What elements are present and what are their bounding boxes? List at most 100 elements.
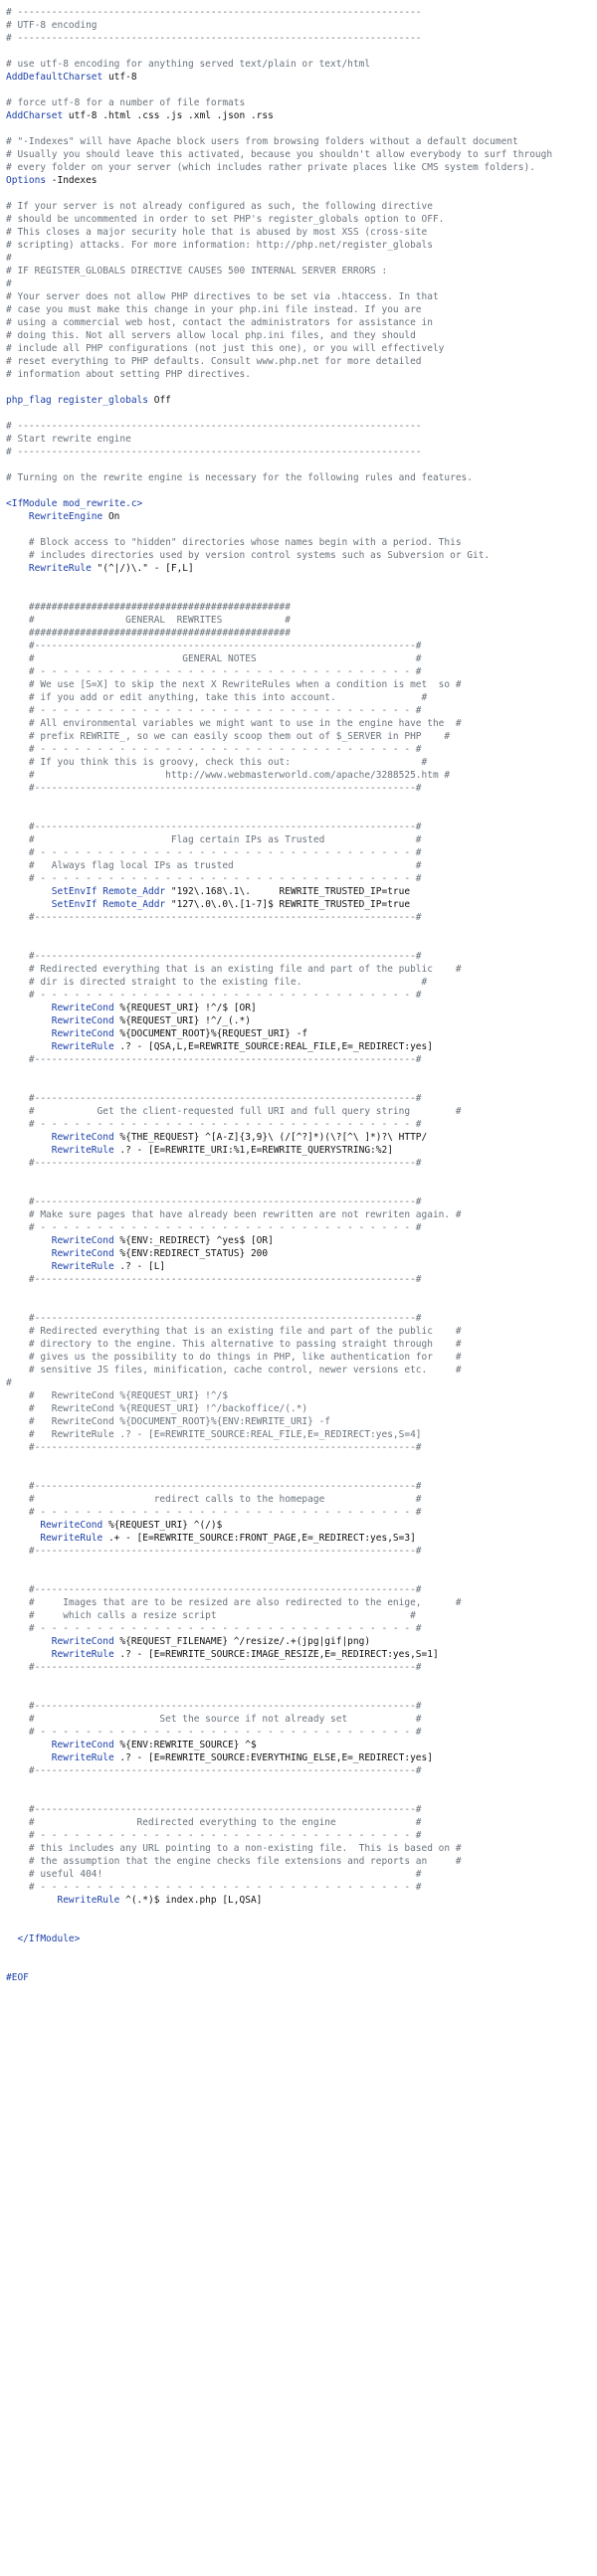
- directive-value: Off: [148, 395, 171, 406]
- code-line: # - - - - - - - - - - - - - - - - - - - …: [6, 1881, 597, 1894]
- comment-text: #---------------------------------------…: [6, 912, 422, 923]
- comment-text: # GENERAL REWRITES #: [6, 615, 291, 626]
- code-line: # directory to the engine. This alternat…: [6, 1338, 597, 1351]
- code-line: #---------------------------------------…: [6, 1092, 597, 1105]
- code-line: # should be uncommented in order to set …: [6, 213, 597, 226]
- code-line: # Block access to "hidden" directories w…: [6, 536, 597, 549]
- comment-text: # "-Indexes" will have Apache block user…: [6, 136, 518, 147]
- comment-text: #---------------------------------------…: [6, 1804, 422, 1815]
- code-line: # Redirected everything that is an exist…: [6, 1325, 597, 1338]
- code-line: #---------------------------------------…: [6, 911, 597, 924]
- comment-text: # the assumption that the engine checks …: [6, 1856, 462, 1867]
- code-line: # which calls a resize script #: [6, 1609, 597, 1622]
- code-line: RewriteCond %{ENV:REWRITE_SOURCE} ^$: [6, 1739, 597, 1751]
- code-line: ########################################…: [6, 601, 597, 614]
- comment-text: #---------------------------------------…: [6, 1093, 422, 1104]
- code-line: </IfModule>: [6, 1932, 597, 1945]
- comment-text: # IF REGISTER_GLOBALS DIRECTIVE CAUSES 5…: [6, 266, 388, 276]
- code-line: RewriteCond %{DOCUMENT_ROOT}%{REQUEST_UR…: [6, 1027, 597, 1040]
- code-line: [6, 1958, 597, 1971]
- code-line: # This closes a major security hole that…: [6, 226, 597, 239]
- code-line: # using a commercial web host, contact t…: [6, 316, 597, 329]
- code-line: #: [6, 252, 597, 265]
- comment-text: # We use [S=X] to skip the next X Rewrit…: [6, 679, 462, 690]
- directive-keyword: RewriteCond: [6, 1028, 114, 1039]
- comment-text: # - - - - - - - - - - - - - - - - - - - …: [6, 1623, 422, 1634]
- code-line: #---------------------------------------…: [6, 640, 597, 652]
- code-line: # Turning on the rewrite engine is neces…: [6, 471, 597, 484]
- directive-value: On: [102, 511, 120, 522]
- code-line: [6, 575, 597, 588]
- code-line: #---------------------------------------…: [6, 1157, 597, 1170]
- code-line: # - - - - - - - - - - - - - - - - - - - …: [6, 1118, 597, 1131]
- code-line: #EOF: [6, 1971, 597, 1984]
- code-line: RewriteRule .+ - [E=REWRITE_SOURCE:FRONT…: [6, 1532, 597, 1545]
- comment-text: #: [6, 278, 12, 289]
- code-line: [6, 588, 597, 601]
- code-line: RewriteRule ^(.*)$ index.php [L,QSA]: [6, 1894, 597, 1907]
- comment-text: # Flag certain IPs as Trusted #: [6, 834, 422, 845]
- directive-keyword: RewriteCond: [6, 1248, 114, 1259]
- code-line: #---------------------------------------…: [6, 1661, 597, 1674]
- comment-text: # Set the source if not already set #: [6, 1714, 422, 1725]
- code-line: RewriteRule "(^|/)\." - [F,L]: [6, 562, 597, 575]
- code-line: # dir is directed straight to the existi…: [6, 976, 597, 989]
- code-line: # reset everything to PHP defaults. Cons…: [6, 355, 597, 368]
- code-line: # useful 404! #: [6, 1868, 597, 1881]
- code-line: #---------------------------------------…: [6, 1312, 597, 1325]
- code-line: # Get the client-requested full URI and …: [6, 1105, 597, 1118]
- directive-value: utf-8: [102, 72, 137, 83]
- comment-text: # GENERAL NOTES #: [6, 653, 422, 664]
- directive-value: "192\.168\.1\. REWRITE_TRUSTED_IP=true: [165, 886, 411, 897]
- directive-value: utf-8 .html .css .js .xml .json .rss: [63, 110, 274, 121]
- code-line: RewriteRule .? - [E=REWRITE_SOURCE:EVERY…: [6, 1751, 597, 1764]
- comment-text: ########################################…: [6, 602, 291, 613]
- code-line: RewriteCond %{ENV:REDIRECT_STATUS} 200: [6, 1247, 597, 1260]
- code-line: AddCharset utf-8 .html .css .js .xml .js…: [6, 109, 597, 122]
- code-line: [6, 1299, 597, 1312]
- code-line: # "-Indexes" will have Apache block user…: [6, 135, 597, 148]
- code-line: [6, 1907, 597, 1920]
- code-line: [6, 1687, 597, 1700]
- comment-text: # - - - - - - - - - - - - - - - - - - - …: [6, 1830, 422, 1841]
- comment-text: # information about setting PHP directiv…: [6, 369, 251, 380]
- code-line: #---------------------------------------…: [6, 1583, 597, 1596]
- directive-value: %{REQUEST_URI} !^/$ [OR]: [113, 1003, 257, 1013]
- comment-text: # --------------------------------------…: [6, 447, 422, 458]
- code-line: #---------------------------------------…: [6, 950, 597, 963]
- directive-keyword: </IfModule>: [6, 1933, 81, 1944]
- directive-keyword: php_flag register_globals: [6, 395, 148, 406]
- code-line: #---------------------------------------…: [6, 821, 597, 833]
- code-line: # GENERAL NOTES #: [6, 652, 597, 665]
- code-line: #---------------------------------------…: [6, 1803, 597, 1816]
- code-line: # includes directories used by version c…: [6, 549, 597, 562]
- directive-keyword: SetEnvIf Remote_Addr: [6, 899, 166, 910]
- code-line: # Set the source if not already set #: [6, 1713, 597, 1726]
- code-line: # All environmental variables we might w…: [6, 717, 597, 730]
- comment-text: #---------------------------------------…: [6, 1662, 422, 1673]
- code-line: [6, 924, 597, 937]
- comment-text: # Always flag local IPs as trusted #: [6, 860, 422, 871]
- code-line: # Images that are to be resized are also…: [6, 1596, 597, 1609]
- directive-keyword: Options: [6, 175, 47, 186]
- directive-keyword: RewriteRule: [6, 563, 92, 574]
- code-line: # Your server does not allow PHP directi…: [6, 290, 597, 303]
- comment-text: #---------------------------------------…: [6, 1196, 422, 1207]
- code-line: <IfModule mod_rewrite.c>: [6, 497, 597, 510]
- comment-text: #---------------------------------------…: [6, 1701, 422, 1712]
- directive-value: -Indexes: [46, 175, 98, 186]
- comment-text: # Your server does not allow PHP directi…: [6, 291, 439, 302]
- code-line: # If you think this is groovy, check thi…: [6, 756, 597, 769]
- comment-text: # useful 404! #: [6, 1869, 422, 1880]
- code-line: # - - - - - - - - - - - - - - - - - - - …: [6, 989, 597, 1002]
- comment-text: # which calls a resize script #: [6, 1610, 416, 1621]
- code-line: # - - - - - - - - - - - - - - - - - - - …: [6, 1622, 597, 1635]
- comment-text: # sensitive JS files, minification, cach…: [6, 1365, 462, 1376]
- comment-text: # Redirected everything that is an exist…: [6, 1326, 462, 1337]
- directive-value: %{REQUEST_URI} !^/_(.*): [113, 1015, 251, 1026]
- comment-text: # use utf-8 encoding for anything served…: [6, 59, 371, 70]
- comment-text: # dir is directed straight to the existi…: [6, 977, 428, 988]
- code-line: [6, 1467, 597, 1480]
- directive-keyword: RewriteRule: [6, 1041, 114, 1052]
- comment-text: # prefix REWRITE_, so we can easily scoo…: [6, 731, 451, 742]
